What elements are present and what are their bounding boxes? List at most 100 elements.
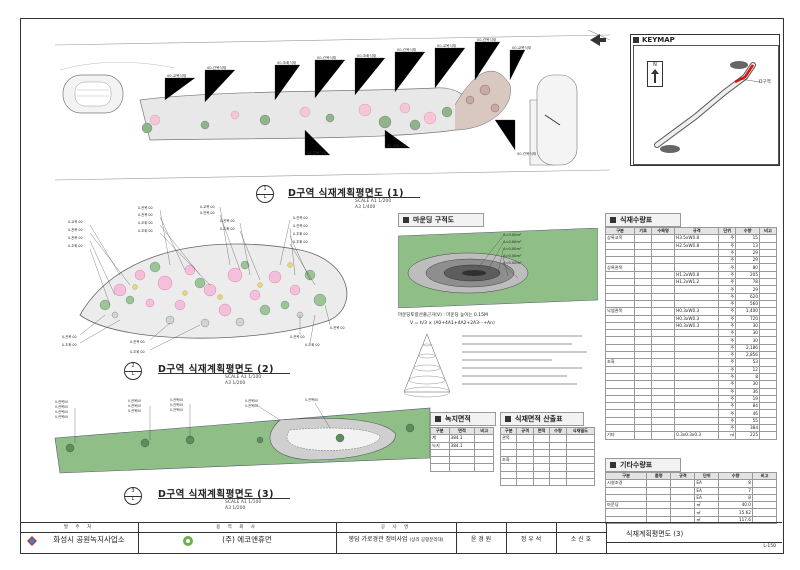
table-cell: 녹지	[430, 441, 450, 450]
table-cell	[549, 456, 567, 465]
title-block: 발 주 처 화성시 공원녹지사업소 용 역 회 사 (주) 에코앤휴먼 공 사 …	[20, 522, 782, 553]
table-cell	[634, 263, 653, 272]
table-cell	[751, 486, 778, 495]
table-cell	[634, 307, 653, 316]
table-cell: 주	[718, 394, 737, 404]
table-cell: 80	[735, 263, 760, 272]
header-cell: 비고	[751, 471, 778, 481]
table-cell	[604, 329, 636, 338]
header-cell: 면적	[448, 426, 476, 436]
reviewer-3: 소 신 호	[570, 536, 592, 543]
svg-text:0-관목 00: 0-관목 00	[62, 334, 77, 339]
plan-2-scale: SCALE A1 1/100 A3 1/200	[225, 375, 261, 387]
plan-3-scale-a3: A3 1/200	[225, 506, 246, 511]
table-cell	[751, 479, 778, 488]
header-cell: 비고	[758, 226, 778, 236]
table-cell	[651, 365, 676, 374]
table-cell	[499, 470, 518, 480]
table-cell	[758, 248, 778, 258]
table-cell	[651, 248, 676, 258]
table-cell	[499, 441, 518, 450]
table-cell: 주	[718, 423, 737, 433]
table-cell: 기타	[604, 431, 636, 440]
project-name: 봉담 가로경관 정비사업	[348, 536, 408, 543]
reviewer-1-label	[456, 523, 506, 533]
table-cell	[651, 343, 676, 353]
table-cell	[634, 256, 653, 265]
table-cell	[604, 493, 648, 503]
table-cell: 주	[718, 387, 737, 396]
table-cell	[651, 358, 676, 367]
plan-1-scale-a3: A3 1/400	[355, 205, 376, 210]
table-cell	[634, 343, 653, 353]
design-company: (주) 에코앤휴먼	[222, 535, 272, 544]
plan-2-title: D구역 식재계획평면도 (2)	[158, 364, 274, 375]
table-cell: 29	[735, 248, 760, 258]
table-cell: 주	[718, 343, 737, 353]
svg-text:0-초화 00: 0-초화 00	[220, 226, 235, 231]
title-block-owner: 발 주 처 화성시 공원녹지사업소	[20, 523, 139, 553]
table-cell	[634, 285, 653, 294]
table-cell	[758, 365, 778, 374]
table-cell	[634, 241, 653, 250]
table-cell	[674, 351, 720, 360]
table-cell	[674, 336, 720, 345]
table-cell	[651, 256, 676, 265]
table-cell	[651, 380, 676, 389]
svg-text:0-관목 00: 0-관목 00	[138, 205, 153, 210]
table-cell	[758, 234, 778, 243]
header-cell: 기호	[634, 226, 653, 236]
design-label: 용 역 회 사	[138, 523, 336, 533]
plan-1-scale: SCALE A1 1/200 A3 1/400	[355, 199, 391, 211]
table-cell: ㎥	[718, 431, 737, 440]
table-cell: 29	[735, 285, 760, 294]
table-cell	[604, 387, 636, 396]
table-row	[499, 441, 596, 450]
table-row	[430, 463, 494, 472]
table-cell	[549, 434, 567, 443]
table-cell: 8	[735, 372, 760, 382]
table-cell	[565, 478, 596, 487]
table-cell: 15.62	[718, 508, 753, 517]
table-cell: 2,186	[735, 343, 760, 353]
table-cell: 40.0	[718, 501, 753, 510]
table-cell	[516, 434, 534, 443]
table-cell	[651, 241, 676, 250]
table-cell	[651, 292, 676, 301]
table-cell	[758, 263, 778, 272]
svg-text:0-교목 00: 0-교목 00	[200, 205, 215, 209]
table-cell: 7	[718, 486, 753, 495]
table-cell	[651, 394, 676, 404]
table-cell: 30	[735, 329, 760, 338]
table-cell: 29	[735, 256, 760, 265]
table-cell	[651, 409, 676, 418]
table-cell: 주	[718, 358, 737, 367]
table-cell	[604, 351, 636, 360]
table-cell	[674, 380, 720, 389]
table-cell	[430, 456, 450, 465]
plan-2-number-badge: 2 L	[124, 362, 142, 380]
table-cell: H1.2xW0.8	[674, 270, 720, 280]
table-cell	[516, 448, 534, 458]
plan-3-scale: SCALE A1 1/100 A3 1/200	[225, 500, 261, 512]
owner-label: 발 주 처	[20, 523, 138, 533]
plan-2-scale-a1: SCALE A1 1/100	[225, 375, 262, 380]
mound-cone-diagram	[403, 333, 451, 398]
svg-text:0-관목00: 0-관목00	[245, 403, 258, 408]
table-cell	[532, 470, 551, 480]
svg-text:0-초화 00: 0-초화 00	[138, 228, 153, 233]
north-arrow-icon	[590, 34, 606, 46]
keymap-frame	[633, 45, 779, 165]
